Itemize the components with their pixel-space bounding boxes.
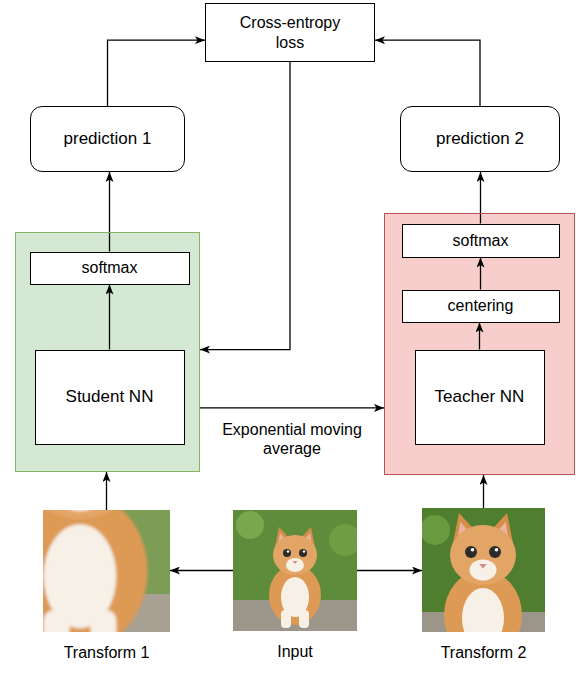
grass-patch [329, 524, 357, 556]
loss-box: Cross-entropy loss [205, 3, 375, 62]
grass-patch [422, 515, 450, 545]
connector-arrow [375, 40, 480, 106]
image-caption: Transform 1 [23, 643, 190, 662]
box-label: prediction 1 [64, 129, 152, 149]
input-photo [233, 510, 357, 631]
box-label: softmax [452, 231, 508, 250]
softmax-box: softmax [402, 224, 560, 258]
connector-arrow [357, 570, 422, 571]
kitten-closeup [43, 510, 148, 632]
box-label: softmax [81, 258, 137, 277]
connector-arrow [109, 172, 110, 252]
box-label: centering [448, 296, 514, 315]
caption-holder: Transform 2 [402, 643, 565, 662]
connector-arrow [109, 285, 110, 350]
centering-box: centering [402, 290, 560, 323]
connector-arrow [480, 172, 481, 224]
connector-arrow [200, 407, 384, 408]
region-fill [15, 232, 200, 472]
connector-arrow [480, 258, 481, 290]
image-caption: Input [213, 642, 377, 661]
image-frame: Transform 1 [43, 510, 170, 632]
kitten-zoomed [444, 513, 522, 632]
kitten [269, 527, 321, 628]
connector-arrow [106, 472, 107, 510]
caption-holder: Input [213, 642, 377, 661]
connector-arrow [170, 570, 233, 571]
prediction-box: prediction 2 [400, 106, 560, 172]
student-region: softmaxStudent NN [15, 232, 200, 472]
connector-arrow [108, 40, 206, 106]
edge-label-holder: Exponential moving average [217, 420, 367, 458]
connector-arrow [483, 475, 484, 508]
region-fill [384, 213, 575, 475]
edge-label: Exponential moving average [217, 420, 367, 458]
connector-arrow [479, 323, 480, 350]
image-caption: Transform 2 [402, 643, 565, 662]
box-label: prediction 2 [436, 129, 524, 149]
transform1-photo [43, 510, 170, 632]
connector-arrow [200, 62, 290, 350]
transform2-photo [422, 508, 545, 632]
network-box: Teacher NN [415, 350, 545, 445]
prediction-box: prediction 1 [30, 106, 185, 172]
softmax-box: softmax [30, 252, 190, 285]
network-box: Student NN [35, 350, 185, 445]
image-frame: Transform 2 [422, 508, 545, 632]
box-label: Cross-entropy loss [230, 13, 350, 51]
grass-patch [236, 511, 264, 539]
box-label: Teacher NN [435, 387, 525, 407]
caption-holder: Transform 1 [23, 643, 190, 662]
box-label: Student NN [66, 387, 154, 407]
teacher-region: softmax centeringTeacher NN [384, 213, 575, 475]
image-frame: Input [233, 510, 357, 631]
